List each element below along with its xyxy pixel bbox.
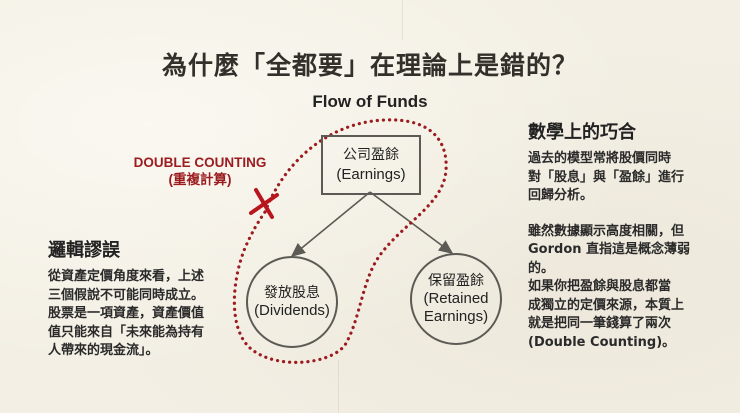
earnings-node: 公司盈餘 (Earnings) [321,135,421,195]
logical-fallacy-panel: 邏輯謬誤 從資產定價角度來看，上述 三個假說不可能同時成立。 股票是一項資產，資… [48,236,248,361]
x-mark-icon [249,188,279,219]
earnings-label-zh: 公司盈餘 [343,147,399,163]
retained-label-zh: 保留盈餘 [428,273,484,289]
body-line: 三個假說不可能同時成立。 [48,287,205,303]
retained-earnings-node: 保留盈餘 (Retained Earnings) [410,253,502,345]
body-line: Gordon 直指這是概念薄弱 [528,242,691,257]
annotation-line2: (重複計算) [168,172,232,187]
dividends-label-en: (Dividends) [254,302,330,319]
retained-label-en-2: Earnings) [423,308,489,325]
body-line: 就是把同一筆錢算了兩次 [528,316,672,331]
body-line: (Double Counting)。 [528,334,676,350]
body-line: 值只能來自「未來能為持有 [48,324,205,340]
body-line: 雖然數據顯示高度相關，但 [528,223,685,239]
page-title: 為什麼「全都要」在理論上是錯的？ [161,51,578,80]
panel-paragraph-1: 過去的模型常將股價同時 對「股息」與「盈餘」進行 回歸分析。 [528,150,708,206]
arrow-to-dividends [290,191,371,258]
body-line: 從資產定價角度來看，上述 [48,269,205,284]
dividends-label-zh: 發放股息 [264,285,320,301]
earnings-label-en: (Earnings) [336,166,406,183]
annotation-line1: DOUBLE COUNTING [133,155,267,170]
body-line: 股票是一項資產，資產價值 [48,306,205,321]
panel-paragraph-3: 如果你把盈餘與股息都當 成獨立的定價來源，本質上 就是把同一筆錢算了兩次 (Do… [528,278,708,352]
panel-paragraph-2: 雖然數據顯示高度相關，但 Gordon 直指這是概念薄弱 的。 [528,223,708,279]
body-line: 的。 [528,260,555,276]
double-counting-loop [232,118,448,364]
body-line: 對「股息」與「盈餘」進行 [528,169,685,185]
retained-label-en-1: (Retained [423,290,489,307]
panel-heading: 邏輯謬誤 [48,240,120,261]
body-line: 如果你把盈餘與股息都當 [528,279,672,294]
panel-body: 從資產定價角度來看，上述 三個假說不可能同時成立。 股票是一項資產，資產價值 值… [48,268,248,361]
math-coincidence-panel: 數學上的巧合 過去的模型常將股價同時 對「股息」與「盈餘」進行 回歸分析。 雖然… [528,118,708,352]
panel-heading: 數學上的巧合 [528,122,636,143]
body-line: 成獨立的定價來源，本質上 [528,297,685,313]
paper-crease [338,360,339,413]
body-line: 回歸分析。 [528,188,594,203]
dividends-node: 發放股息 (Dividends) [246,256,338,348]
body-line: 過去的模型常將股價同時 [528,151,672,166]
diagram-heading: Flow of Funds [312,92,428,111]
double-counting-annotation: DOUBLE COUNTING (重複計算) [120,154,280,188]
paper-crease [402,0,403,40]
body-line: 人帶來的現金流」。 [48,343,159,358]
